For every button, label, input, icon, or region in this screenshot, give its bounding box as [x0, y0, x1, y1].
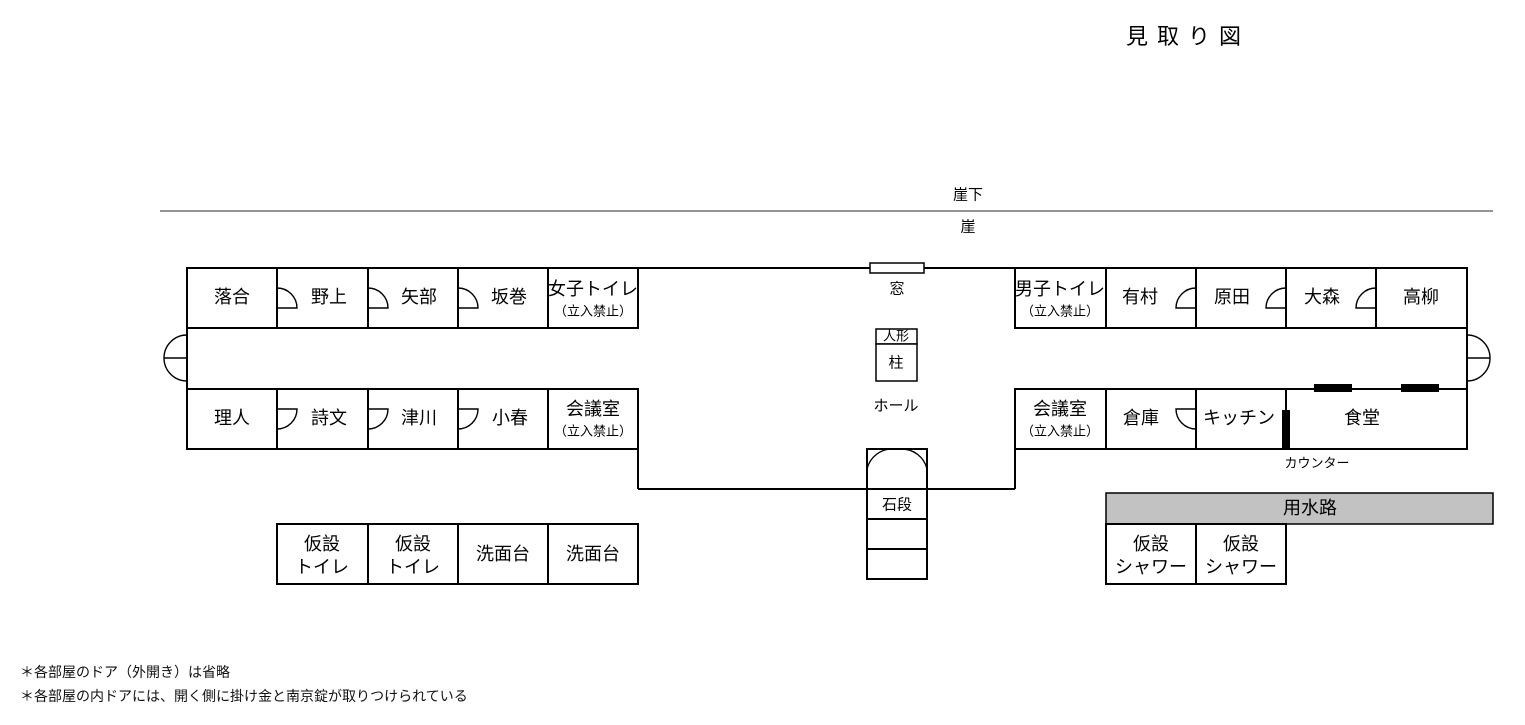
entrance-door-icon [900, 448, 928, 470]
room-rihito [186, 388, 278, 450]
room-label: 落合 [214, 287, 250, 308]
temp-shower-label: シャワー [1115, 557, 1187, 578]
room-label: 詩文 [311, 408, 347, 429]
hall-label: ホール [873, 397, 918, 415]
door-swing-icon [1355, 287, 1377, 309]
pillar-label: 柱 [888, 354, 903, 372]
waterway-label: 用水路 [1283, 498, 1337, 519]
dining-door-marker [1401, 384, 1439, 392]
room-takayanagi [1375, 267, 1468, 329]
waterway [1105, 492, 1494, 525]
washbasin-label: 洗面台 [566, 544, 620, 565]
exit-door-east [1466, 334, 1491, 382]
top-rooms-right: 男子トイレ （立入禁止） 有村 原田 大森 高柳 [1014, 267, 1468, 329]
entrance: 石段 [866, 448, 928, 580]
temp-toilet-label: 仮設 [304, 534, 340, 555]
footnote: ＊各部屋の内ドアには、開く側に掛け金と南京錠が取りつけられている [20, 689, 468, 705]
temp-shower-label: 仮設 [1133, 534, 1169, 555]
storage-label: 倉庫 [1123, 408, 1159, 429]
room-label: 有村 [1122, 287, 1158, 308]
stone-steps-label: 石段 [882, 496, 912, 514]
door-swing-icon [1175, 408, 1197, 430]
temp-toilet-label: トイレ [386, 557, 440, 578]
meeting-room-left [547, 388, 639, 450]
meeting-room-right [1014, 388, 1107, 450]
meeting-room-label: 会議室 [566, 399, 620, 420]
mens-toilet-label: 男子トイレ [1015, 279, 1105, 300]
room-shifumi [276, 388, 369, 450]
door-swing-icon [457, 408, 479, 430]
kitchen [1195, 388, 1287, 450]
cliff-label: 崖 [960, 218, 975, 236]
stone-step [866, 518, 928, 550]
room-omori [1285, 267, 1377, 329]
top-rooms-left: 落合 野上 矢部 坂巻 女子トイレ （立入禁止） [186, 267, 639, 329]
meeting-room-label: 会議室 [1033, 399, 1087, 420]
mens-toilet-note: （立入禁止） [1021, 305, 1099, 320]
room-yabe [367, 267, 459, 329]
entrance-door-icon [866, 448, 894, 470]
bottom-rooms-right: 会議室 （立入禁止） 倉庫 キッチン 食堂 カウンター [1014, 384, 1468, 472]
room-label: 津川 [401, 408, 437, 429]
door-swing-icon [457, 287, 479, 309]
room-sakamaki [457, 267, 549, 329]
room-label: 大森 [1304, 287, 1340, 308]
storage-room [1105, 388, 1197, 450]
door-swing-icon [276, 287, 298, 309]
temp-toilet-label: トイレ [295, 557, 349, 578]
washbasin [547, 523, 639, 585]
womens-toilet-label: 女子トイレ [548, 279, 638, 300]
page-title: 見取り図 [1126, 25, 1250, 50]
counter-label: カウンター [1284, 457, 1349, 472]
kitchen-label: キッチン [1203, 408, 1275, 429]
dining-door-marker [1314, 384, 1352, 392]
room-label: 小春 [492, 408, 528, 429]
counter-marker [1282, 410, 1290, 449]
room-label: 高柳 [1403, 287, 1439, 308]
washbasin [457, 523, 549, 585]
window-icon [869, 262, 925, 274]
outdoor-facilities-left: 仮設 トイレ 仮設 トイレ 洗面台 洗面台 [276, 523, 639, 585]
temp-shower [1105, 523, 1197, 585]
room-label: 矢部 [401, 287, 437, 308]
dining-label: 食堂 [1344, 408, 1380, 429]
stone-step [866, 488, 928, 520]
mens-toilet [1014, 267, 1107, 329]
outdoor-facilities-right: 仮設 シャワー 仮設 シャワー [1105, 523, 1287, 585]
window-label: 窓 [889, 280, 904, 298]
door-swing-icon [367, 408, 389, 430]
temp-shower [1195, 523, 1287, 585]
stone-step [866, 548, 928, 580]
exit-door-west [163, 334, 188, 382]
room-tsugawa [367, 388, 459, 450]
womens-toilet [547, 267, 639, 329]
bottom-rooms-left: 理人 詩文 津川 小春 会議室 （立入禁止） [186, 388, 639, 450]
door-swing-icon [1265, 287, 1287, 309]
door-swing-icon [276, 408, 298, 430]
room-koharu [457, 388, 549, 450]
womens-toilet-note: （立入禁止） [554, 305, 632, 320]
cliff-below-label: 崖下 [953, 186, 983, 204]
room-label: 坂巻 [491, 287, 527, 308]
washbasin-label: 洗面台 [476, 544, 530, 565]
room-label: 理人 [214, 408, 250, 429]
footnote: ＊各部屋のドア（外開き）は省略 [20, 665, 230, 681]
room-label: 野上 [311, 287, 347, 308]
doll-label: 人形 [883, 330, 909, 345]
room-arimura [1105, 267, 1197, 329]
room-nogami [276, 267, 369, 329]
meeting-room-note: （立入禁止） [1021, 425, 1099, 440]
temp-shower-label: 仮設 [1223, 534, 1259, 555]
door-swing-icon [1175, 287, 1197, 309]
temp-toilet-label: 仮設 [395, 534, 431, 555]
temp-toilet [276, 523, 369, 585]
door-swing-icon [367, 287, 389, 309]
temp-shower-label: シャワー [1205, 557, 1277, 578]
meeting-room-note: （立入禁止） [554, 425, 632, 440]
pillar [875, 343, 918, 382]
room-label: 原田 [1214, 287, 1250, 308]
